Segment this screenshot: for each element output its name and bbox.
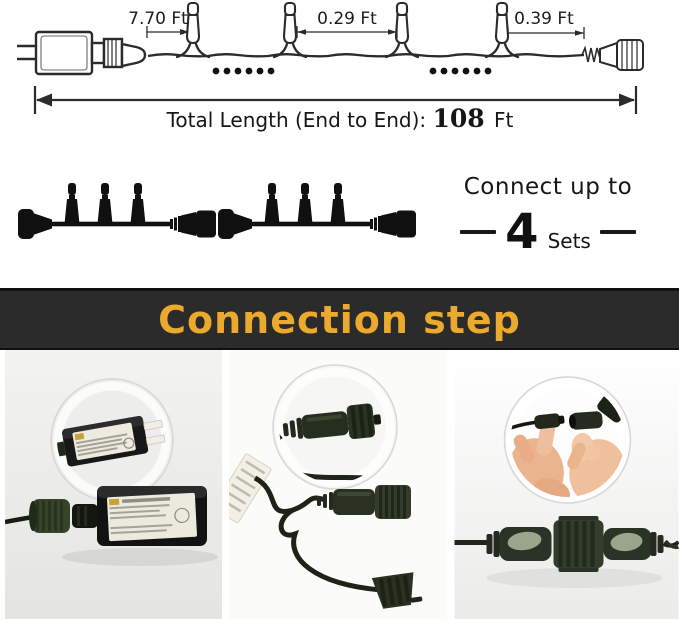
light-segment bbox=[218, 183, 416, 239]
connect-up-to-text: Connect up to 4 Sets bbox=[452, 174, 644, 256]
bulb-drop-wires bbox=[175, 42, 520, 59]
adapter-main-photo bbox=[5, 486, 218, 566]
adapter-connection-photo bbox=[5, 350, 222, 619]
dimension-spacing bbox=[296, 26, 398, 38]
connection-step-photos bbox=[0, 350, 679, 619]
right-plug bbox=[603, 528, 664, 560]
connector-cap-photo bbox=[229, 350, 447, 619]
dimension-spacing-label: 0.29 Ft bbox=[317, 9, 377, 29]
joined-coupler-photo bbox=[454, 516, 679, 588]
connect-heading: Connect up to bbox=[463, 174, 633, 200]
green-connector-cap bbox=[29, 499, 70, 533]
sets-number: 4 bbox=[505, 204, 539, 260]
connector-main-photo bbox=[229, 453, 423, 609]
connect-up-to-section: Connect up to 4 Sets bbox=[0, 150, 679, 288]
banner-title: Connection step bbox=[158, 297, 521, 342]
connection-step-banner: Connection step bbox=[0, 288, 679, 350]
string-light-measurement-diagram: 7.70 Ft 0.29 Ft 0.39 Ft Total Lengt bbox=[17, 1, 644, 133]
dimension-lead-label: 7.70 Ft bbox=[128, 9, 188, 29]
male-connector bbox=[534, 413, 565, 430]
adapter-label bbox=[107, 492, 197, 542]
bulb-icon bbox=[185, 1, 201, 45]
total-length-text: Total Length (End to End): 108 Ft bbox=[166, 104, 514, 133]
end-connector-drawing bbox=[581, 39, 644, 71]
ellipsis-dots bbox=[212, 67, 492, 75]
connector-inset-photo bbox=[279, 403, 382, 483]
sets-word: Sets bbox=[547, 229, 591, 253]
dimension-lead bbox=[146, 26, 189, 38]
left-plug bbox=[486, 527, 552, 561]
paper-tag bbox=[229, 453, 272, 524]
total-length-unit: Ft bbox=[494, 108, 514, 132]
center-knurled-ring bbox=[553, 516, 604, 572]
dimension-end bbox=[507, 27, 585, 39]
bulb-icon bbox=[494, 1, 510, 45]
total-length-label: Total Length (End to End): bbox=[166, 108, 427, 132]
total-length-value: 108 bbox=[433, 104, 485, 133]
dimension-total bbox=[33, 86, 638, 114]
sets-row: 4 Sets bbox=[452, 208, 644, 256]
dash-decoration bbox=[599, 230, 636, 234]
string-wire bbox=[147, 53, 585, 58]
light-string-segments bbox=[18, 183, 416, 239]
hands-joining-photo bbox=[454, 350, 679, 619]
dash-decoration bbox=[460, 230, 497, 234]
dimension-end-label: 0.39 Ft bbox=[514, 9, 574, 29]
power-adapter-drawing bbox=[17, 30, 147, 76]
bulb-icon bbox=[394, 1, 410, 45]
protective-cap bbox=[371, 572, 423, 609]
bulb-icon bbox=[282, 1, 298, 45]
threaded-connector bbox=[317, 485, 411, 519]
adapter-inset-photo bbox=[57, 416, 166, 467]
light-segment bbox=[18, 183, 216, 239]
female-connector bbox=[568, 411, 603, 430]
